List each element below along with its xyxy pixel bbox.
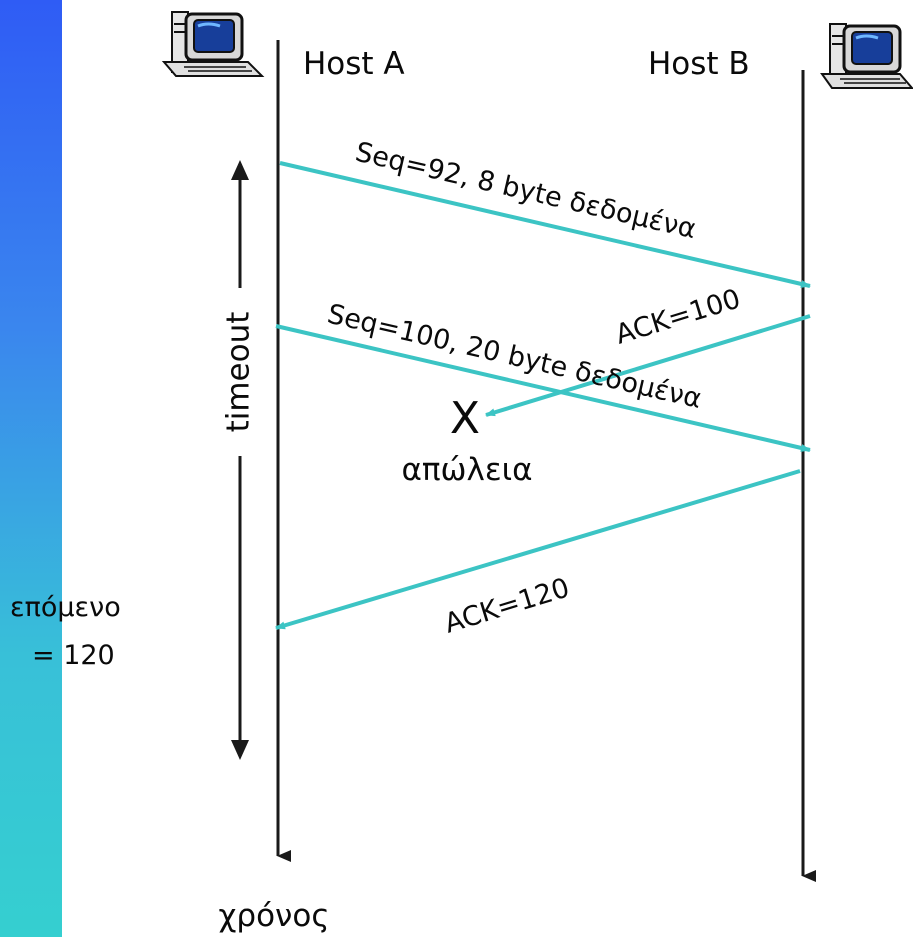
msg-ack120-arrow [275,469,801,630]
msg-ack120-label: ACK=120 [441,572,573,639]
timeout-label: timeout [221,312,257,433]
loss-label: απώλεια [401,452,532,488]
timeout-top-arrowhead [231,160,249,180]
next-seq-note-line2: = 120 [32,640,115,671]
computer-icon [161,11,265,77]
msg-ack100-arrow [485,314,811,417]
host-a-label: Host A [303,46,405,82]
msg-seq100-arrow [275,324,811,452]
next-seq-note-line1: επόμενο [10,592,121,623]
computer-icon [820,23,913,89]
host-b-label: Host B [648,46,750,82]
timeout-label-bg [224,288,256,456]
sidebar-gradient-strip [0,0,62,937]
msg-seq92-arrow [279,161,811,288]
time-axis-label: χρόνος [218,898,329,934]
loss-x-mark: X [450,393,480,444]
timeout-bottom-arrowhead [231,740,249,760]
